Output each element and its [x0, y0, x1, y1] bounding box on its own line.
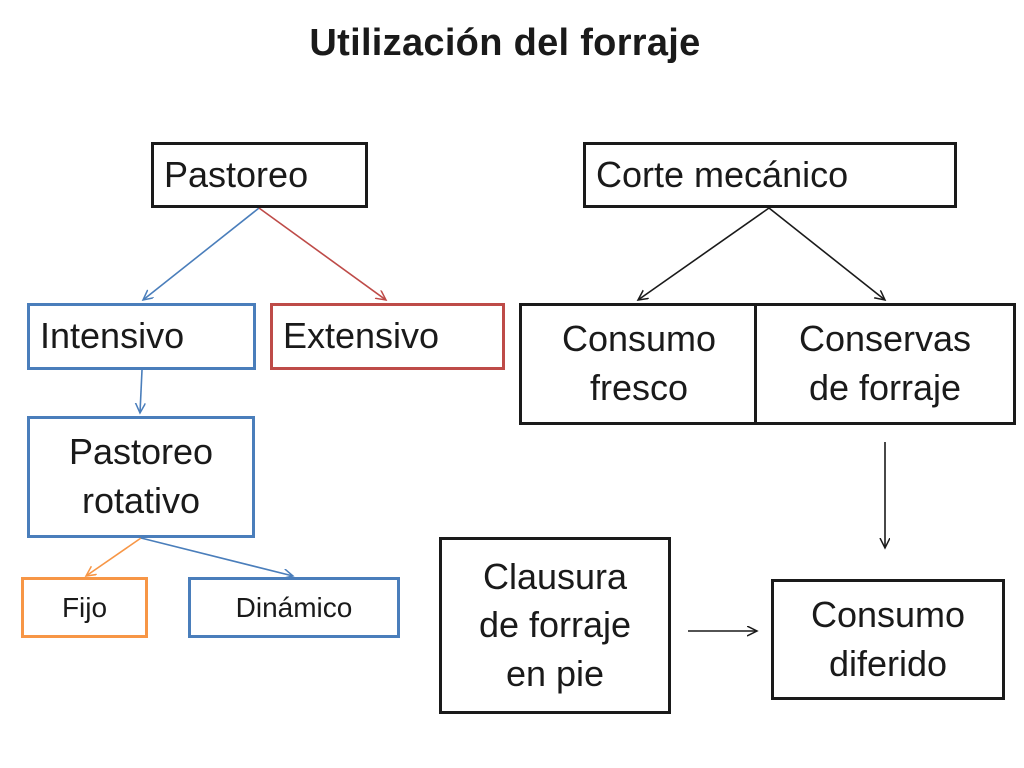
- node-corte-mecanico-label: Corte mecánico: [596, 153, 849, 195]
- node-consumo-diferido-label: Consumo diferido: [810, 593, 966, 684]
- node-dinamico: Dinámico: [188, 577, 400, 638]
- node-fijo: Fijo: [21, 577, 148, 638]
- arrow-rotativo-to-fijo: [86, 537, 142, 576]
- node-dinamico-label: Dinámico: [235, 591, 353, 623]
- arrow-pastoreo-to-intensivo: [143, 207, 260, 300]
- node-fijo-label: Fijo: [61, 591, 108, 623]
- node-intensivo: Intensivo: [27, 303, 256, 370]
- node-clausura-de-forraje-en-pie: Clausura de forraje en pie: [439, 537, 671, 714]
- diagram-title: Utilización del forraje: [309, 22, 701, 64]
- node-pastoreo: Pastoreo: [151, 142, 368, 208]
- node-pastoreo-label: Pastoreo: [164, 153, 309, 195]
- node-extensivo: Extensivo: [270, 303, 505, 370]
- node-clausura-de-forraje-en-pie-label: Clausura de forraje en pie: [478, 555, 632, 694]
- node-consumo-fresco: Consumo fresco: [519, 303, 759, 425]
- node-conservas-de-forraje: Conservas de forraje: [754, 303, 1016, 425]
- node-pastoreo-rotativo: Pastoreo rotativo: [27, 416, 255, 538]
- arrow-corte-to-conservas: [768, 207, 885, 300]
- node-consumo-diferido: Consumo diferido: [771, 579, 1005, 700]
- arrow-corte-to-consumo-fresco: [638, 207, 770, 300]
- node-extensivo-label: Extensivo: [283, 315, 440, 357]
- node-conservas-de-forraje-label: Conservas de forraje: [798, 318, 972, 408]
- arrow-pastoreo-to-extensivo: [258, 207, 386, 300]
- node-corte-mecanico: Corte mecánico: [583, 142, 957, 208]
- arrow-rotativo-to-dinamico: [140, 537, 293, 576]
- node-consumo-fresco-label: Consumo fresco: [561, 318, 717, 408]
- node-pastoreo-rotativo-label: Pastoreo rotativo: [68, 431, 214, 521]
- node-intensivo-label: Intensivo: [40, 315, 185, 357]
- arrow-intensivo-to-pastoreo-rotativo: [140, 369, 142, 413]
